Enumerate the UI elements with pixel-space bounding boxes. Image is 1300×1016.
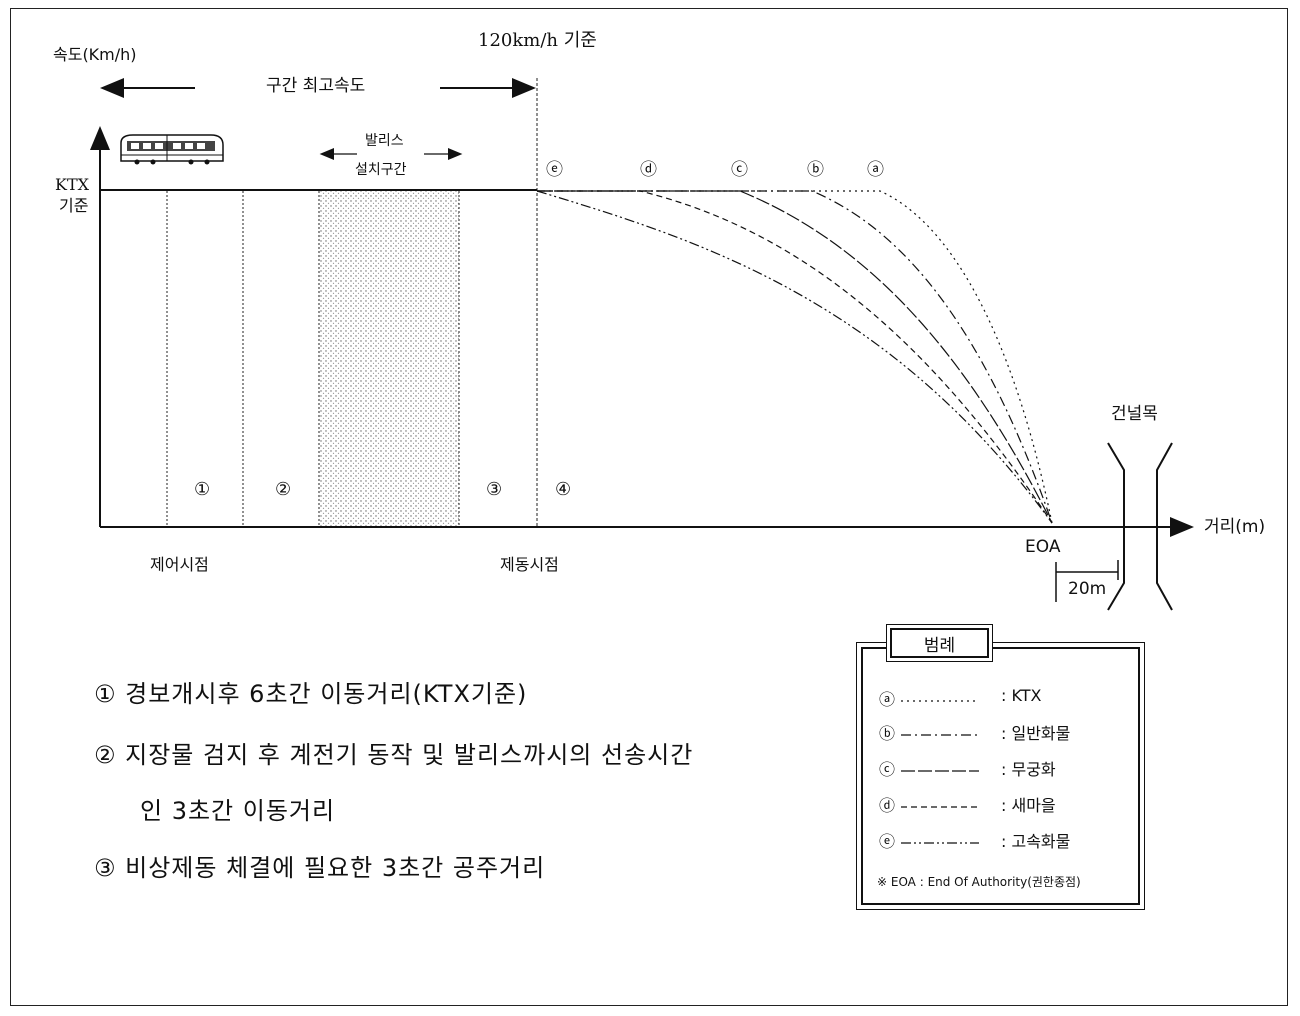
curve-c-mugunghwa bbox=[537, 190, 1053, 524]
zone-marker-3: ③ bbox=[486, 479, 503, 500]
curve-marker-c: ⓒ bbox=[731, 160, 748, 180]
legend-mark: ⓔ bbox=[879, 832, 896, 851]
curve-marker-d: ⓓ bbox=[640, 160, 657, 180]
figure-frame bbox=[10, 8, 1288, 1006]
legend-box bbox=[856, 642, 1145, 910]
x-axis-label: 거리(m) bbox=[1204, 517, 1266, 537]
legend-mark: ⓒ bbox=[879, 760, 896, 779]
balise-label-1: 발리스 bbox=[365, 133, 404, 149]
curve-e-highspeed-freight bbox=[536, 190, 1053, 524]
zone-marker-2: ② bbox=[275, 479, 292, 500]
train-icon bbox=[120, 134, 224, 165]
legend-item-ktx: ⓐ : KTX bbox=[879, 686, 1041, 710]
legend-mark: ⓓ bbox=[879, 796, 896, 815]
legend-mark: ⓐ bbox=[879, 690, 896, 709]
section-speed-label: 구간 최고속도 bbox=[266, 76, 366, 96]
legend-label: : 일반화물 bbox=[1001, 724, 1071, 743]
zone-marker-1: ① bbox=[194, 479, 211, 500]
legend-item-highspeed-freight: ⓔ : 고속화물 bbox=[879, 828, 1070, 852]
legend-label: : 새마을 bbox=[1001, 796, 1056, 815]
zone-marker-4: ④ bbox=[555, 479, 572, 500]
ktx-ref-label-1: KTX bbox=[55, 175, 90, 194]
curve-d-saemaeul bbox=[537, 190, 1053, 524]
legend-title: 범례 bbox=[923, 635, 956, 656]
legend-title-tab: 범례 bbox=[886, 624, 993, 662]
curve-marker-e: ⓔ bbox=[546, 160, 563, 180]
top-reference-label: 120km/h 기준 bbox=[478, 30, 597, 51]
curve-b-freight bbox=[537, 190, 1053, 524]
curve-a-ktx bbox=[537, 190, 1053, 524]
note-2-cont: 인 3초간 이동거리 bbox=[140, 797, 336, 825]
legend-item-saemaeul: ⓓ : 새마을 bbox=[879, 792, 1056, 816]
balise-zone bbox=[319, 191, 459, 527]
eoa-label: EOA bbox=[1025, 537, 1061, 557]
balise-label-2: 설치구간 bbox=[355, 162, 407, 178]
legend-label: : 무궁화 bbox=[1001, 760, 1056, 779]
control-point-label: 제어시점 bbox=[150, 555, 209, 574]
legend-footnote: ※ EOA : End Of Authority(권한종점) bbox=[877, 875, 1081, 889]
note-1: ① 경보개시후 6초간 이동거리(KTX기준) bbox=[94, 680, 528, 708]
legend-item-general-freight: ⓑ : 일반화물 bbox=[879, 720, 1070, 744]
legend-label: : 고속화물 bbox=[1001, 832, 1071, 851]
ktx-ref-label-2: 기준 bbox=[59, 196, 89, 215]
y-axis-label: 속도(Km/h) bbox=[53, 45, 137, 64]
note-2: ② 지장물 검지 후 계전기 동작 및 발리스까시의 선송시간 bbox=[94, 741, 694, 769]
level-crossing-icon bbox=[1107, 442, 1173, 611]
note-3: ③ 비상제동 체결에 필요한 3초간 공주거리 bbox=[94, 854, 546, 882]
legend-item-mugunghwa: ⓒ : 무궁화 bbox=[879, 756, 1056, 780]
distance-20m-label: 20m bbox=[1068, 579, 1107, 599]
curve-marker-b: ⓑ bbox=[807, 160, 824, 180]
curve-marker-a: ⓐ bbox=[867, 160, 884, 180]
legend-mark: ⓑ bbox=[879, 724, 896, 743]
legend-label: : KTX bbox=[1001, 686, 1042, 705]
braking-point-label: 제동시점 bbox=[500, 555, 559, 574]
crossing-label: 건널목 bbox=[1111, 404, 1158, 424]
